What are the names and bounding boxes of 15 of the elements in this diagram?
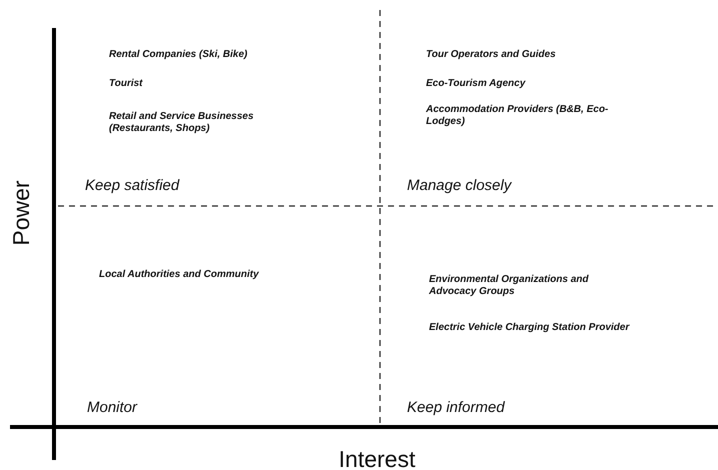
stakeholder-label: Environmental Organizations and Advocacy Groups <box>429 274 590 298</box>
stakeholder-label: Electric Vehicle Charging Station Provider <box>429 322 631 334</box>
stakeholder-label: Local Authorities and Community <box>99 269 260 281</box>
quadrant-label: Manage closely <box>407 177 512 195</box>
stakeholder-label: Retail and Service Businesses (Restaurants, Shops) <box>109 111 255 135</box>
stakeholder-label: Tourist <box>109 78 144 90</box>
stakeholder-label: Rental Companies (Ski, Bike) <box>109 49 248 61</box>
axis-title: Power <box>8 180 36 246</box>
stakeholder-label: Eco-Tourism Agency <box>426 78 526 90</box>
stakeholder-label: Accommodation Providers (B&B, Eco-Lodges) <box>426 104 610 128</box>
quadrant-label: Keep satisfied <box>85 177 180 195</box>
stakeholder-label: Tour Operators and Guides <box>426 49 557 61</box>
quadrant-label: Keep informed <box>407 399 505 417</box>
axis-title: Interest <box>338 446 416 470</box>
quadrant-label: Monitor <box>87 399 138 417</box>
